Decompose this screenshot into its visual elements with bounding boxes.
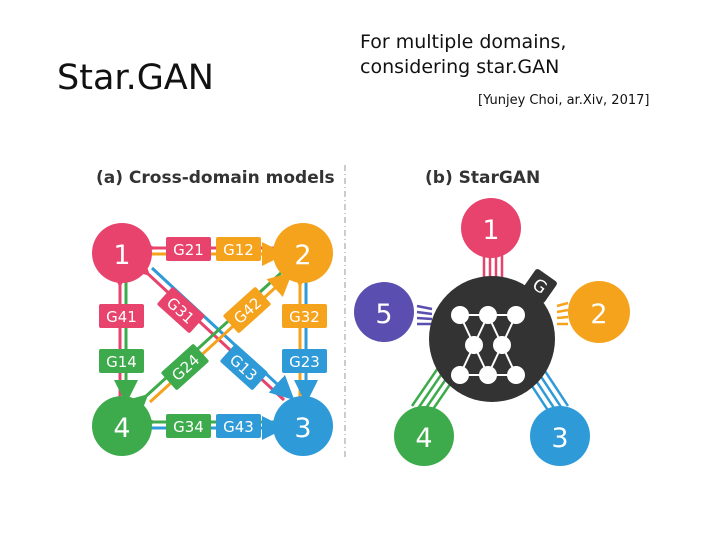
svg-text:G32: G32 bbox=[289, 308, 320, 326]
generator-g13: G13 bbox=[220, 344, 268, 390]
slide-subtitle: For multiple domains, considering star.G… bbox=[360, 30, 566, 80]
svg-text:G21: G21 bbox=[173, 241, 204, 259]
svg-text:G23: G23 bbox=[289, 353, 320, 371]
generator-g42: G42 bbox=[223, 287, 271, 333]
panel-a-connections bbox=[108, 236, 318, 440]
node-label: 1 bbox=[482, 215, 499, 246]
node-label: 1 bbox=[113, 240, 130, 271]
generator-g41: G41 bbox=[99, 304, 144, 328]
generator-g12: G12 bbox=[216, 237, 261, 261]
panel-a-heading: (a) Cross-domain models bbox=[96, 168, 335, 188]
generator-g43: G43 bbox=[216, 414, 261, 438]
svg-text:G14: G14 bbox=[106, 353, 137, 371]
subtitle-line-2: considering star.GAN bbox=[360, 56, 560, 78]
panel-b-connections bbox=[410, 252, 570, 419]
generator-g21: G21 bbox=[166, 237, 211, 261]
subtitle-line-1: For multiple domains, bbox=[360, 31, 567, 53]
node-label: 3 bbox=[294, 413, 311, 444]
node-label: 3 bbox=[551, 423, 568, 454]
edge-diag-1-3-a bbox=[124, 250, 286, 402]
generator-g23: G23 bbox=[282, 349, 327, 373]
panel-a-node-2: 2 bbox=[273, 223, 333, 283]
stargan-generator: G bbox=[429, 269, 557, 402]
generator-g24: G24 bbox=[161, 344, 209, 390]
node-label: 2 bbox=[294, 240, 311, 271]
svg-text:G12: G12 bbox=[223, 241, 254, 259]
panel-b-node-5: 5 bbox=[354, 282, 414, 342]
node-label: 2 bbox=[590, 299, 607, 330]
panel-b-node-1: 1 bbox=[461, 198, 521, 258]
generator-g32: G32 bbox=[282, 304, 327, 328]
generator-g14: G14 bbox=[99, 349, 144, 373]
panel-a-node-3: 3 bbox=[273, 396, 333, 456]
network-icon bbox=[451, 306, 525, 384]
svg-text:G43: G43 bbox=[223, 418, 254, 436]
node-label: 4 bbox=[415, 423, 432, 454]
node-label: 5 bbox=[375, 299, 392, 330]
slide-title: Star.GAN bbox=[57, 58, 214, 98]
panel-a-node-4: 4 bbox=[92, 396, 152, 456]
generator-tag: G bbox=[523, 269, 557, 303]
generator-g34: G34 bbox=[166, 414, 211, 438]
citation: [Yunjey Choi, ar.Xiv, 2017] bbox=[478, 93, 650, 108]
panel-b-heading: (b) StarGAN bbox=[425, 168, 540, 188]
panel-a-node-1: 1 bbox=[92, 223, 152, 283]
svg-text:G34: G34 bbox=[173, 418, 204, 436]
panel-b-node-4: 4 bbox=[394, 406, 454, 466]
svg-text:G41: G41 bbox=[106, 308, 137, 326]
panel-b-node-2: 2 bbox=[568, 281, 630, 343]
node-label: 4 bbox=[113, 413, 130, 444]
panel-b-node-3: 3 bbox=[530, 406, 590, 466]
